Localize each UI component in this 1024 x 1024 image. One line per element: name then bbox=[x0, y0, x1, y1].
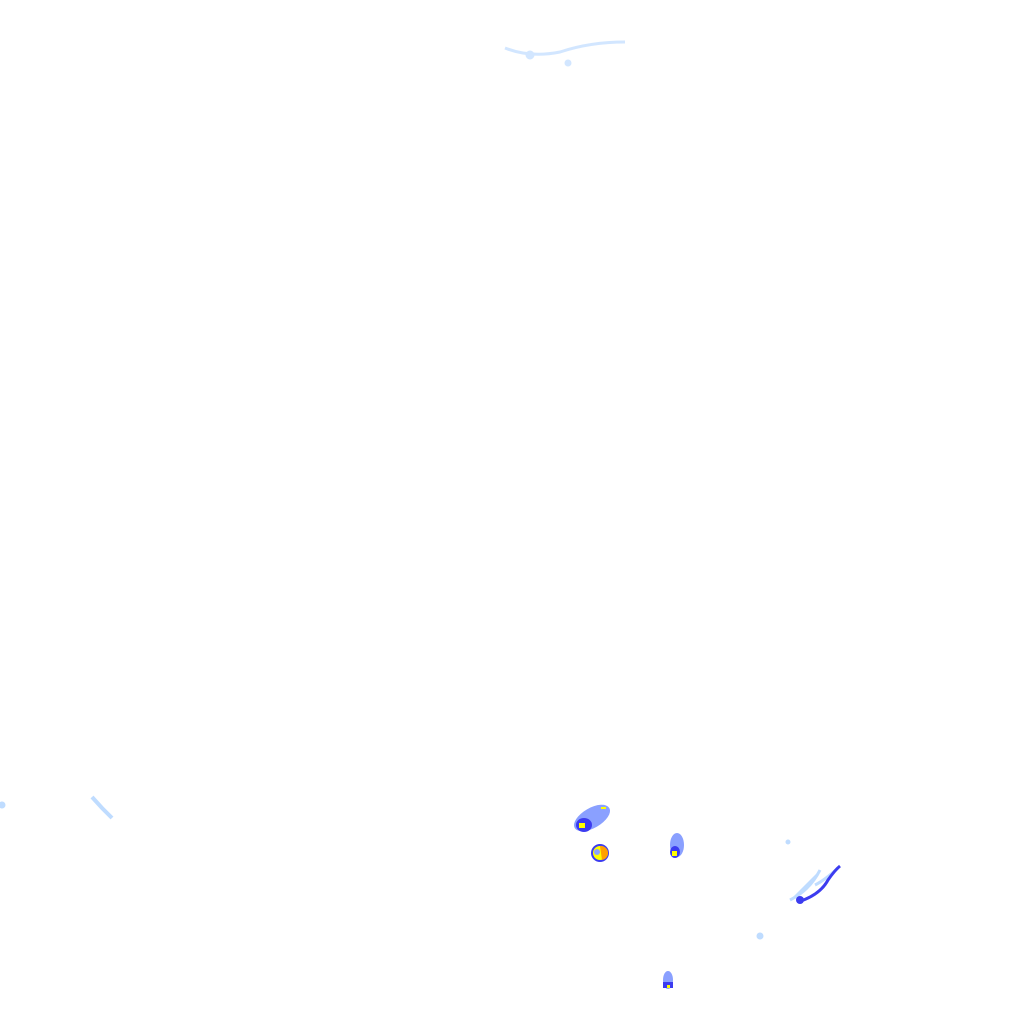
echo-cell-2 bbox=[591, 844, 609, 862]
echo-line-east bbox=[756, 839, 841, 940]
echo-cell-1 bbox=[573, 804, 611, 832]
echo-west-light bbox=[0, 795, 114, 820]
echo-north-light bbox=[504, 40, 626, 67]
echo-cell-3 bbox=[670, 833, 684, 858]
echo-cell-4 bbox=[663, 971, 673, 989]
